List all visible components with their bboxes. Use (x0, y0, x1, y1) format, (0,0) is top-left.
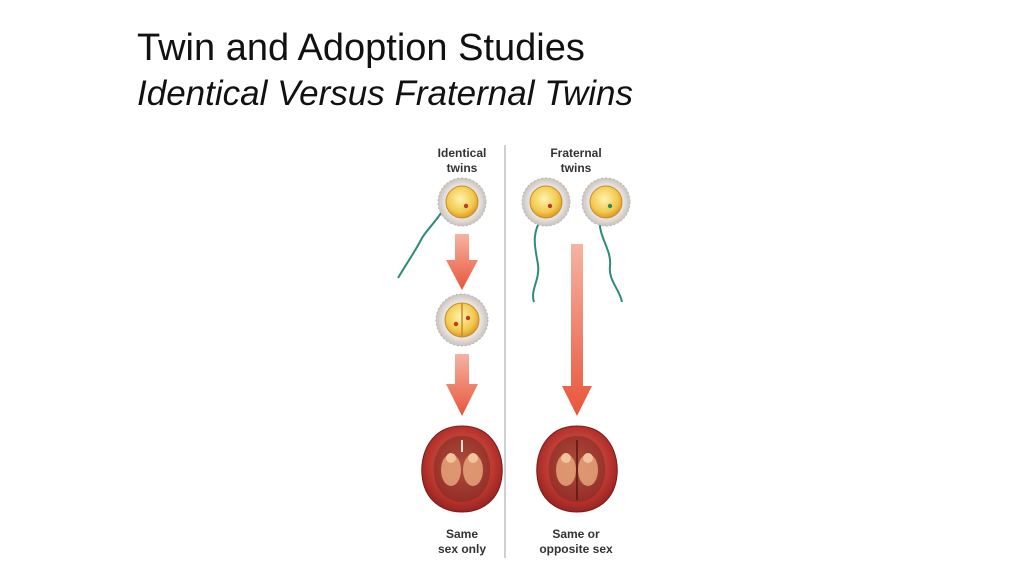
twins-diagram: Identical twins Fraternal twins Same sex… (380, 140, 650, 570)
label-same-or-opposite-sex: Same or opposite sex (539, 527, 613, 556)
uterus-fraternal (536, 425, 618, 513)
egg-fraternal-1 (521, 177, 571, 227)
arrow-identical-2 (446, 354, 478, 416)
slide-subtitle: Identical Versus Fraternal Twins (137, 74, 634, 113)
twins-diagram-graphic (397, 145, 631, 558)
sperm-tail-fraternal-2 (598, 219, 623, 303)
sperm-tail-identical (397, 204, 447, 279)
label-identical-twins: Identical twins (437, 146, 487, 175)
egg-fraternal-2 (581, 177, 631, 227)
uterus-identical (421, 425, 503, 513)
egg-identical (437, 177, 487, 227)
label-same-sex-only: Same sex only (437, 527, 487, 556)
arrow-fraternal (562, 244, 592, 416)
arrow-identical-1 (446, 234, 478, 290)
label-fraternal-twins: Fraternal twins (550, 146, 602, 175)
zygote-dividing (435, 293, 489, 347)
slide-title: Twin and Adoption Studies (137, 27, 585, 69)
sperm-tail-fraternal-1 (532, 217, 543, 303)
